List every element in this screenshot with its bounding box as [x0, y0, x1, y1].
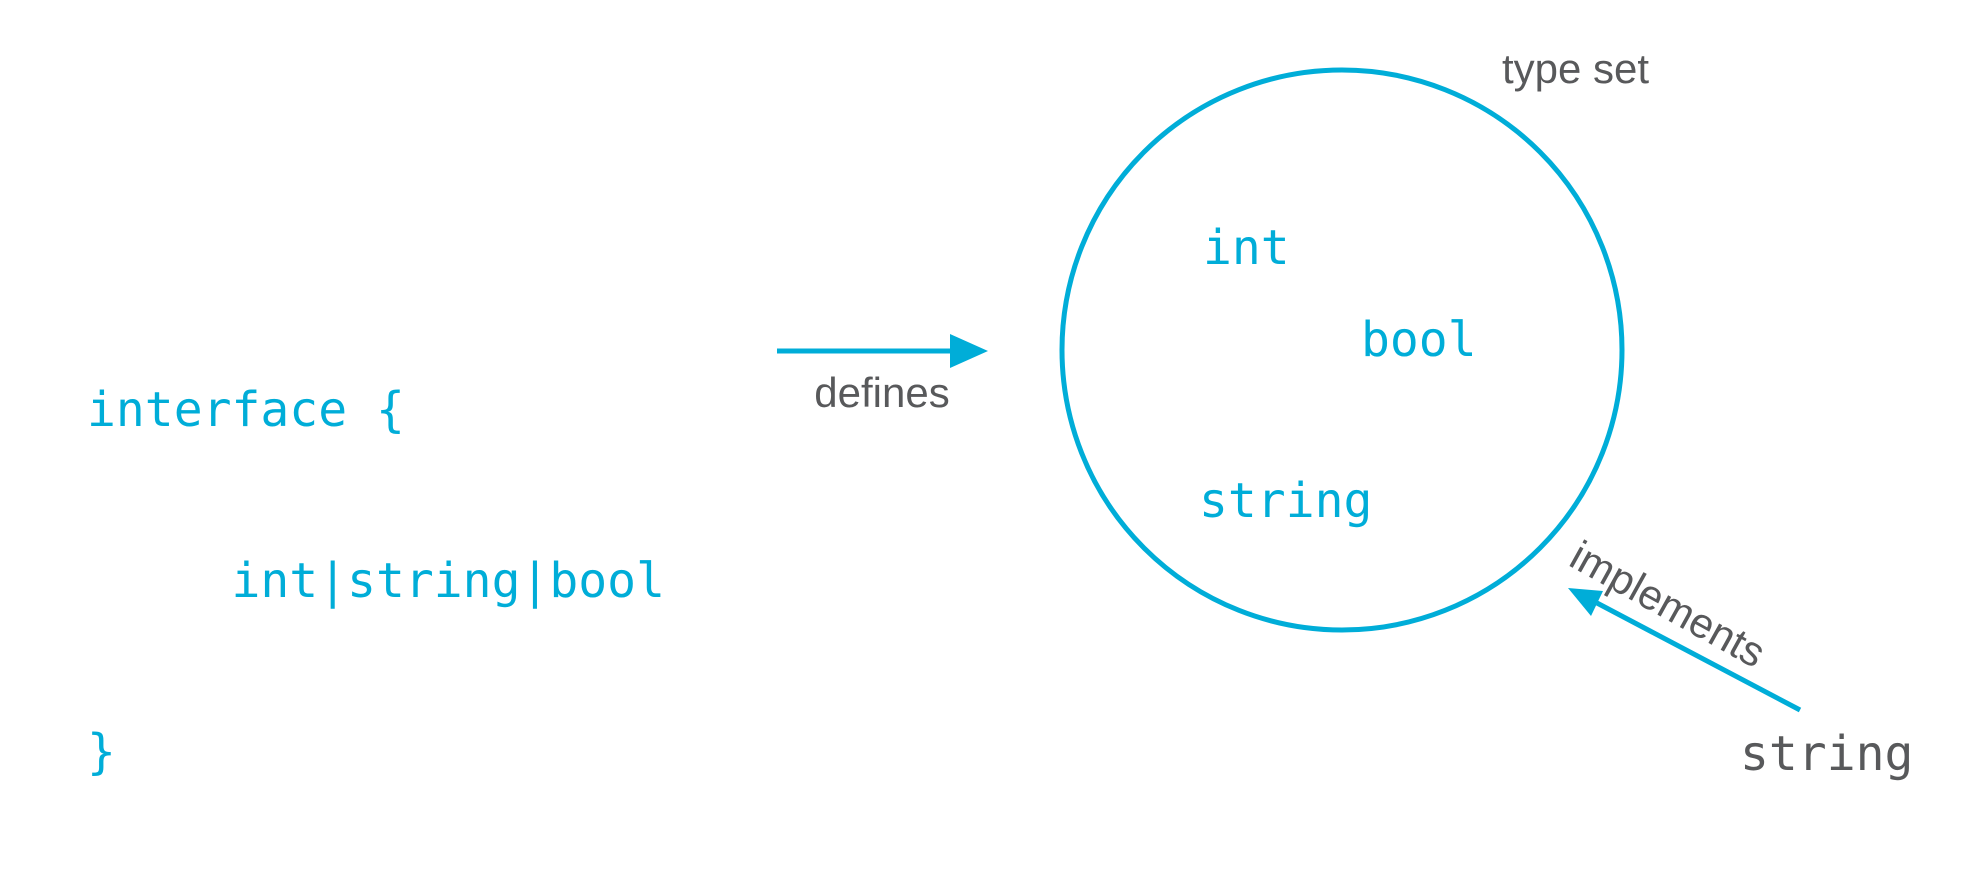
implements-label: implements: [1562, 531, 1774, 677]
type-set-circle: [1059, 67, 1625, 633]
code-line-2: int|string|bool: [87, 553, 665, 609]
type-set-diagram: interface { int|string|bool } defines im…: [87, 45, 1914, 782]
interface-code-block: interface { int|string|bool }: [87, 268, 665, 895]
type-set-member-string: string: [1199, 473, 1373, 529]
defines-label: defines: [814, 369, 950, 416]
implementer-type-label: string: [1740, 726, 1914, 782]
defines-arrow-icon: [777, 334, 988, 368]
code-line-1: interface {: [87, 382, 405, 438]
type-set-member-bool: bool: [1361, 312, 1477, 368]
type-set-title: type set: [1502, 45, 1650, 92]
code-line-3: }: [87, 724, 116, 780]
type-set-member-int: int: [1203, 220, 1290, 276]
